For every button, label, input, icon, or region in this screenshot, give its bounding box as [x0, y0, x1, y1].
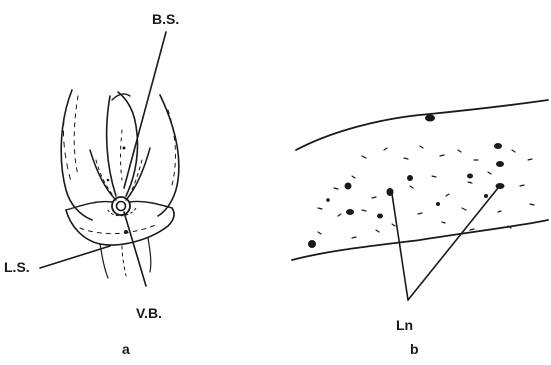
panel-label-a: a [122, 341, 130, 357]
label-ln: Ln [396, 317, 413, 333]
label-bs: B.S. [152, 11, 179, 27]
ln-leader-line-2 [408, 188, 498, 300]
label-ls: L.S. [4, 259, 30, 275]
panel-b-drawing [292, 100, 548, 260]
panel-label-b: b [410, 341, 419, 357]
label-vb: V.B. [136, 305, 162, 321]
ln-leader-line-1 [392, 194, 408, 300]
ls-leader-line [40, 246, 110, 268]
vb-leader-line [124, 212, 146, 286]
panel-a-drawing [61, 90, 179, 278]
